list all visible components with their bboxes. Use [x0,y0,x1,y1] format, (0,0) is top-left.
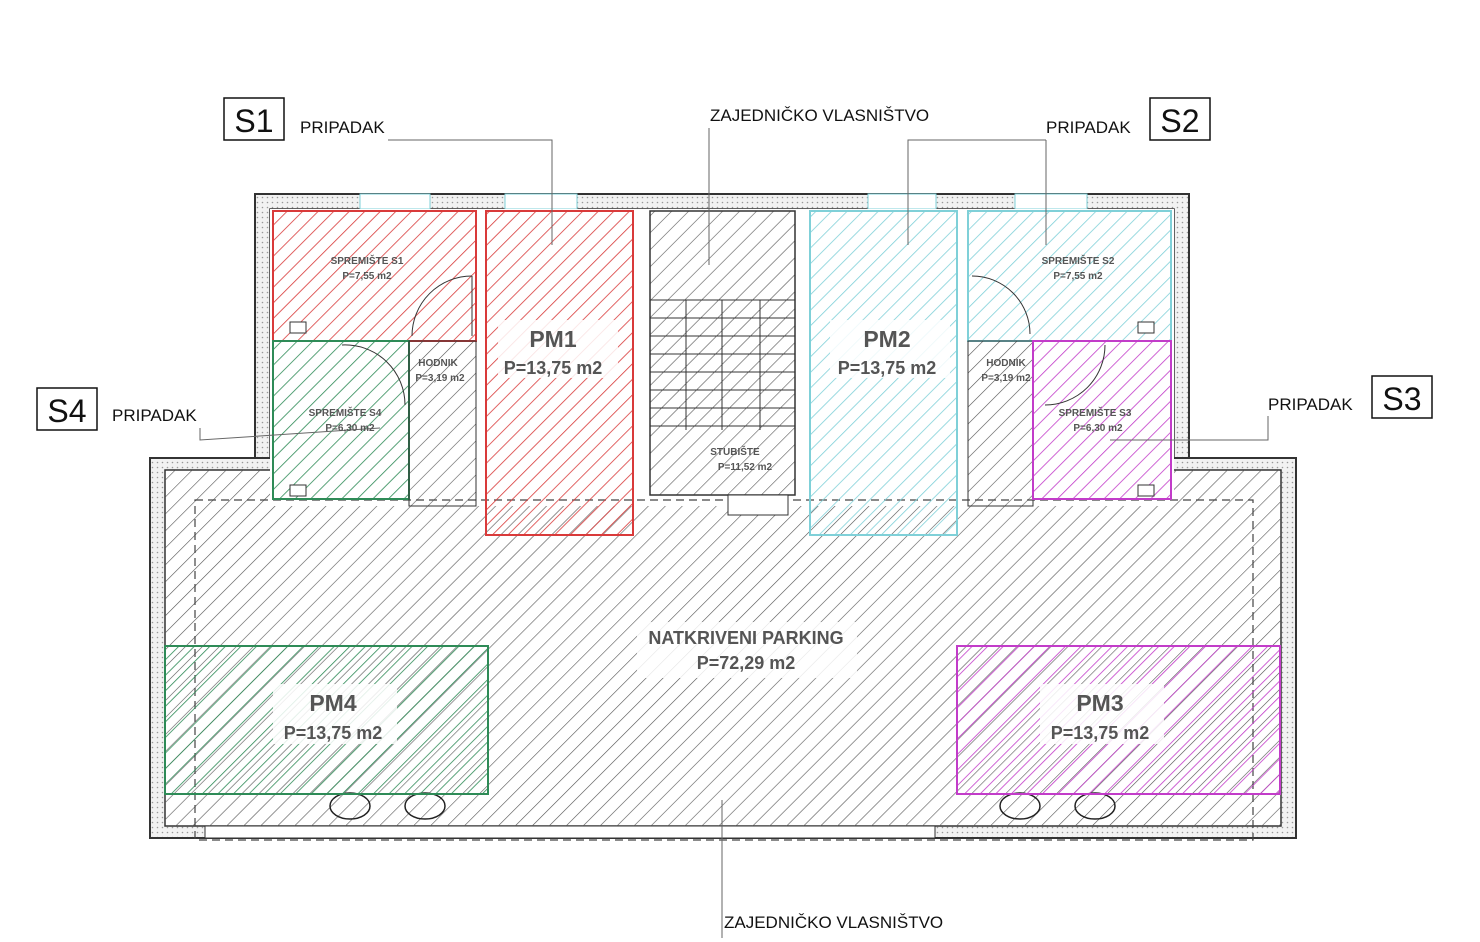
callout-common-top-label: ZAJEDNIČKO VLASNIŠTVO [710,106,929,125]
tag-s4: S4 [36,387,98,431]
callout-s3-label: PRIPADAK [1268,395,1353,414]
room-hodnik-right-area: P=3,19 m2 [981,373,1031,384]
room-s3-area: P=6,30 m2 [1073,423,1123,434]
room-hodnik-left-name: HODNIK [418,358,458,369]
tag-s3-text: S3 [1382,381,1421,417]
tag-s2: S2 [1149,97,1211,141]
room-spremiste-s3 [1032,340,1172,500]
pm3-name: PM3 [1076,690,1123,716]
room-hodnik-right [967,340,1034,507]
room-s4-name: SPREMIŠTE S4 [309,406,382,419]
callout-s2-label: PRIPADAK [1046,118,1131,137]
tag-s3: S3 [1371,375,1433,419]
tag-s4-text: S4 [47,393,86,429]
room-stubiste [649,210,796,516]
room-spremiste-s2 [967,210,1172,342]
callout-lines [199,128,1269,938]
pm1-name: PM1 [529,326,577,352]
room-s1-area: P=7,55 m2 [342,271,392,282]
room-stubiste-area: P=11,52 m2 [718,462,773,473]
pm2-name: PM2 [863,326,910,352]
room-s2-name: SPREMIŠTE S2 [1042,254,1115,267]
parking-name: NATKRIVENI PARKING [648,628,843,648]
room-spremiste-s1 [272,210,477,342]
callout-s1-label: PRIPADAK [300,118,385,137]
pm2-area: P=13,75 m2 [838,358,937,378]
parking-area-label: P=72,29 m2 [697,653,796,673]
room-s1-name: SPREMIŠTE S1 [331,254,404,267]
room-spremiste-s4 [272,340,410,500]
room-hodnik-left [408,275,477,507]
pm3-area: P=13,75 m2 [1051,723,1150,743]
callout-s4-label: PRIPADAK [112,406,197,425]
pm1-area: P=13,75 m2 [504,358,603,378]
room-s4-area: P=6,30 m2 [325,423,375,434]
room-hodnik-left-area: P=3,19 m2 [415,373,465,384]
room-hodnik-right-name: HODNIK [986,358,1026,369]
pm4-area: P=13,75 m2 [284,723,383,743]
tag-s2-text: S2 [1160,103,1199,139]
tag-s1-text: S1 [234,103,273,139]
tag-s1: S1 [223,97,285,141]
room-stubiste-name: STUBIŠTE [710,445,760,458]
room-s3-name: SPREMIŠTE S3 [1059,406,1132,419]
room-s2-area: P=7,55 m2 [1053,271,1103,282]
callout-common-bottom-label: ZAJEDNIČKO VLASNIŠTVO [724,913,943,932]
pm4-name: PM4 [309,690,357,716]
